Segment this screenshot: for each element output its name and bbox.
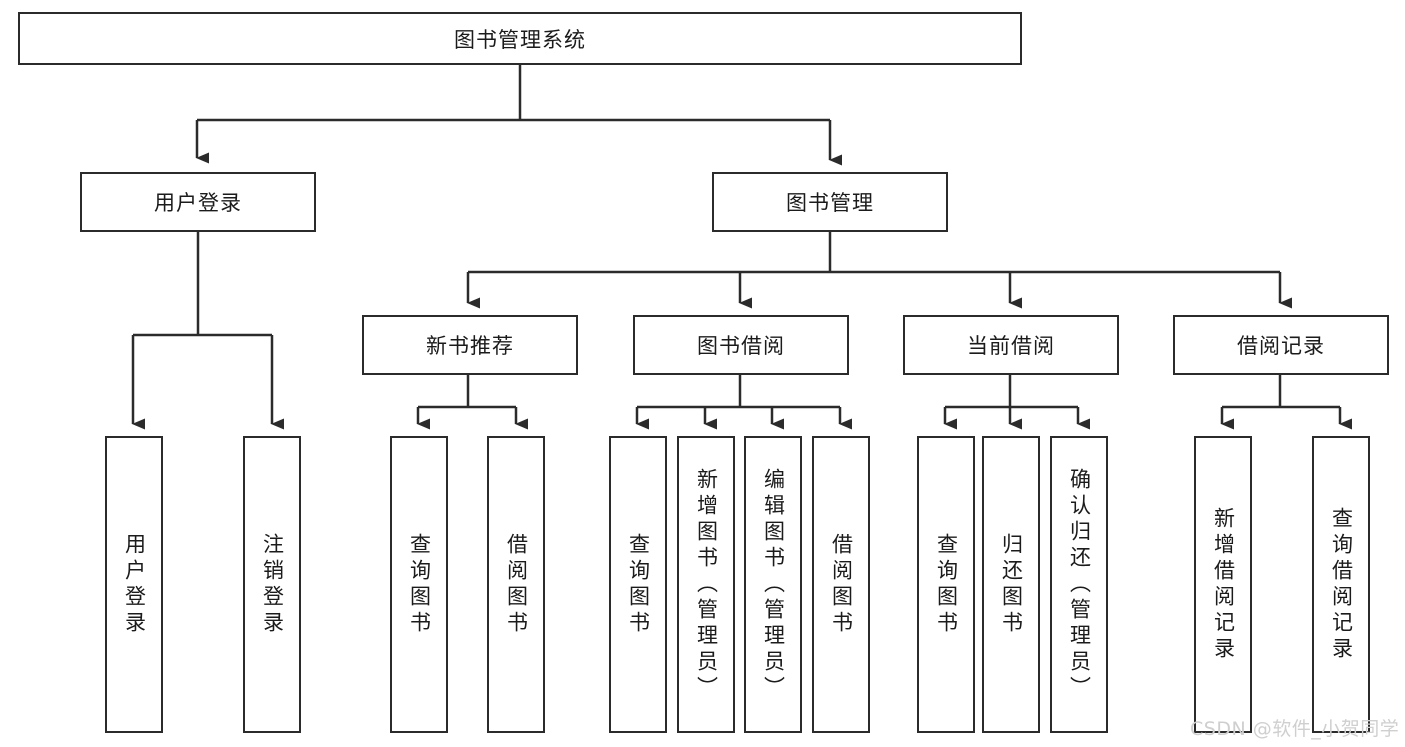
node-label: 借阅记录 [1237,334,1325,358]
node-label: 图书借阅 [697,334,785,358]
node-book-management[interactable]: 图书管理 [712,172,948,232]
node-leaf-query-book-borrow[interactable]: 查询图书 [609,436,667,733]
node-root-book-management-system[interactable]: 图书管理系统 [18,12,1022,65]
node-label: 新书推荐 [426,334,514,358]
node-label: 编辑图书（管理员） [761,467,786,702]
node-leaf-add-book-admin[interactable]: 新增图书（管理员） [677,436,735,733]
node-leaf-borrow-book[interactable]: 借阅图书 [812,436,870,733]
node-new-book-recommendation[interactable]: 新书推荐 [362,315,578,375]
node-book-borrowing[interactable]: 图书借阅 [633,315,849,375]
node-label: 归还图书 [999,532,1024,637]
node-leaf-confirm-return-admin[interactable]: 确认归还（管理员） [1050,436,1108,733]
node-label: 借阅图书 [829,532,854,637]
node-label: 查询图书 [626,532,651,637]
node-label: 查询图书 [407,532,432,637]
node-label: 借阅图书 [504,532,529,637]
node-leaf-query-borrow-record[interactable]: 查询借阅记录 [1312,436,1370,733]
node-label: 新增借阅记录 [1211,506,1236,663]
node-user-login[interactable]: 用户登录 [80,172,316,232]
node-leaf-user-login[interactable]: 用户登录 [105,436,163,733]
node-label: 查询图书 [934,532,959,637]
node-leaf-return-book[interactable]: 归还图书 [982,436,1040,733]
node-label: 用户登录 [154,191,242,215]
node-label: 图书管理系统 [454,27,586,52]
node-leaf-edit-book-admin[interactable]: 编辑图书（管理员） [744,436,802,733]
node-leaf-borrow-book-newbook[interactable]: 借阅图书 [487,436,545,733]
node-leaf-query-book-current[interactable]: 查询图书 [917,436,975,733]
node-leaf-logout[interactable]: 注销登录 [243,436,301,733]
node-current-borrowing[interactable]: 当前借阅 [903,315,1119,375]
csdn-watermark: CSDN @软件_小贺同学 [1190,718,1400,740]
node-label: 新增图书（管理员） [694,467,719,702]
node-label: 确认归还（管理员） [1067,467,1092,702]
node-leaf-query-book-newbook[interactable]: 查询图书 [390,436,448,733]
node-leaf-add-borrow-record[interactable]: 新增借阅记录 [1194,436,1252,733]
node-label: 注销登录 [260,532,285,637]
node-label: 用户登录 [122,532,147,637]
node-label: 当前借阅 [967,334,1055,358]
node-label: 图书管理 [786,191,874,215]
node-label: 查询借阅记录 [1329,506,1354,663]
node-borrowing-records[interactable]: 借阅记录 [1173,315,1389,375]
